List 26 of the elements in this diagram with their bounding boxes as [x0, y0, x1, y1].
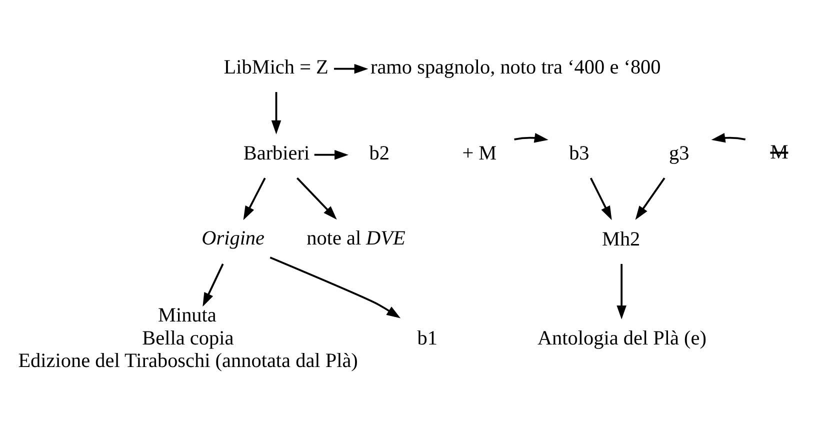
node-text: b1: [417, 327, 438, 350]
node-text: Barbieri: [243, 142, 310, 165]
node-text: b2: [369, 142, 390, 165]
node-text: + M: [462, 142, 497, 165]
arrow: [271, 92, 282, 134]
arrow: [314, 150, 348, 160]
node-text: b3: [569, 142, 590, 165]
node-text: LibMich = Z: [224, 56, 328, 79]
node-text: Antologia del Plà (e): [537, 327, 706, 350]
arrow: [590, 178, 612, 220]
arrow: [296, 177, 337, 220]
node-text: M: [770, 141, 788, 164]
arrow: [635, 178, 666, 220]
node-text: Origine: [202, 227, 265, 250]
arrow: [334, 64, 368, 74]
node-text: g3: [669, 142, 690, 165]
node-text: ramo spagnolo, noto tra ‘400 e ‘800: [370, 56, 661, 79]
arrow: [202, 264, 224, 307]
arrow: [270, 256, 401, 318]
node-text: note al DVE: [306, 227, 406, 250]
node-text: Minuta Bella copia Edizione del Tiraboschi (annotata dal Plà): [18, 304, 358, 372]
arrow: [711, 133, 746, 143]
arrow: [616, 264, 626, 320]
node-text: Mh2: [602, 228, 640, 251]
arrow: [243, 178, 266, 220]
arrow: [514, 133, 548, 143]
